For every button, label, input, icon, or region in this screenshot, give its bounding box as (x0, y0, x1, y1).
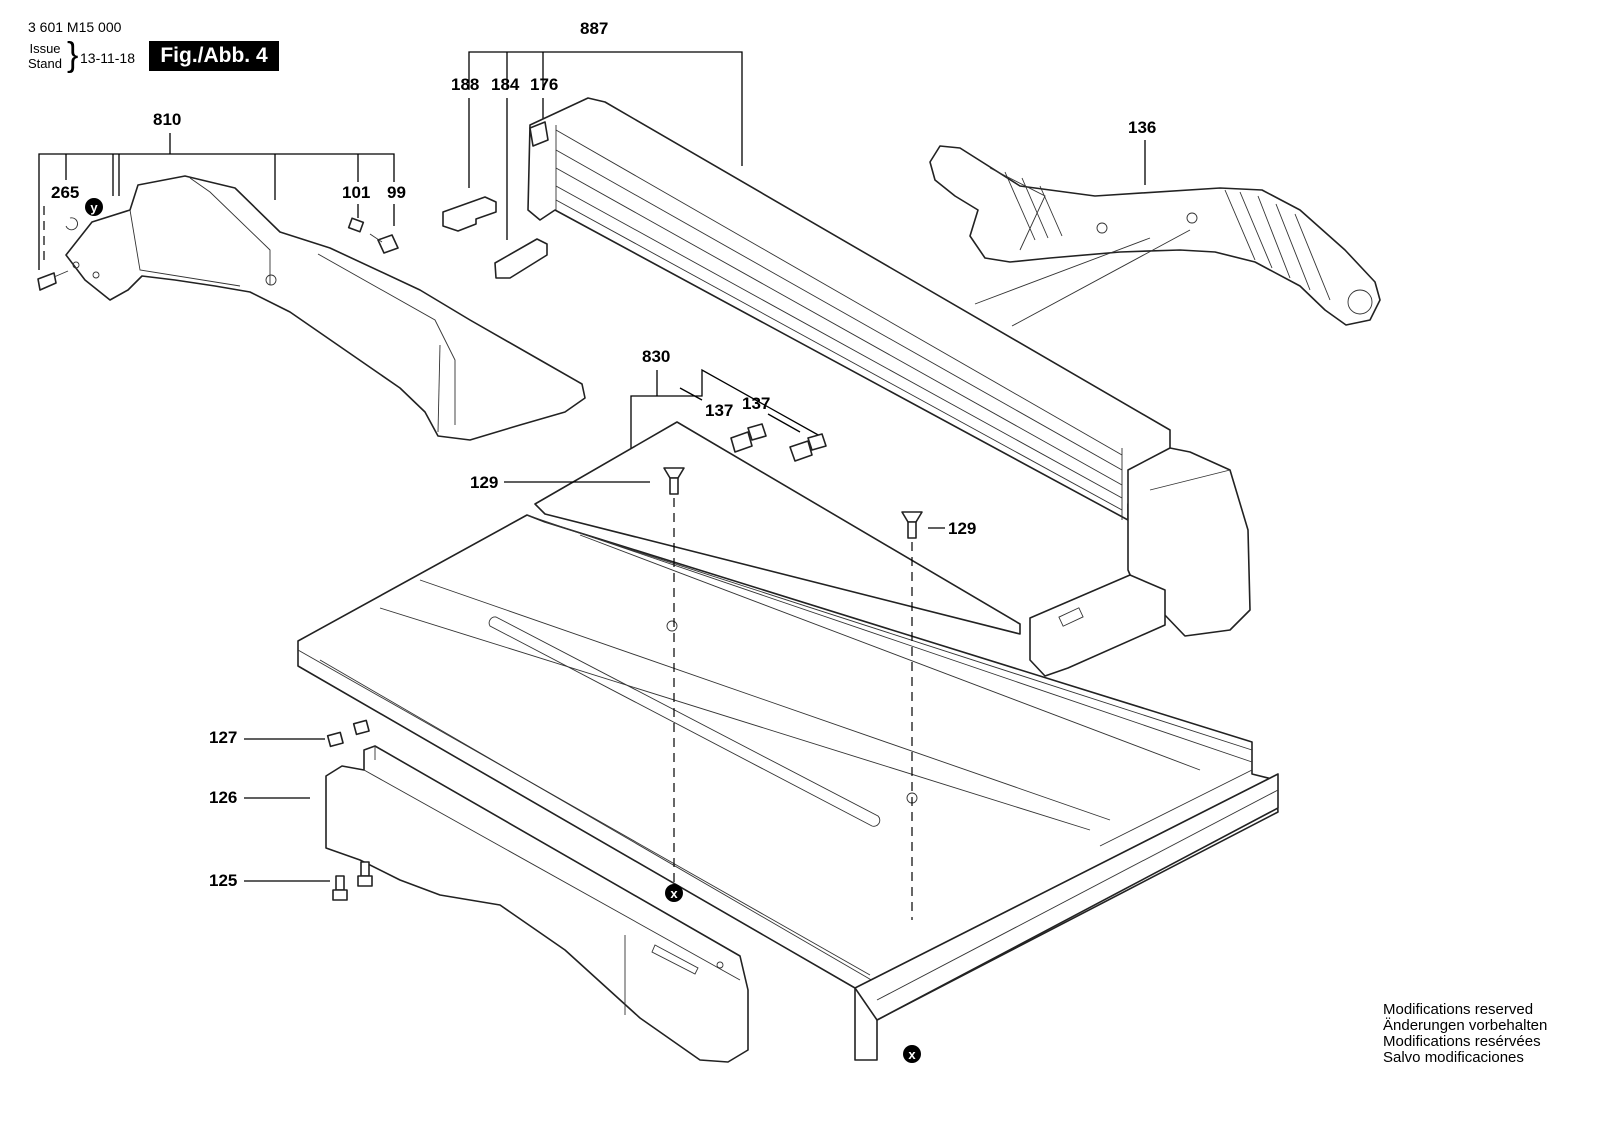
marker-y-icon (85, 198, 103, 216)
marker-x-left: x (670, 886, 678, 901)
stand-label: Stand (28, 56, 62, 71)
issue-label: Issue (29, 41, 61, 56)
table-support (325, 719, 749, 1063)
figure-label: Fig./Abb. 4 (149, 41, 279, 71)
callout-188: 188 (451, 75, 479, 94)
push-stick: 136 (929, 118, 1381, 327)
issue-stand-label: Issue Stand (28, 41, 62, 71)
callout-99: 99 (387, 183, 406, 202)
callout-137a: 137 (705, 401, 733, 420)
brace-icon: } (67, 36, 79, 74)
blade-guard-arm (37, 175, 586, 441)
callout-101: 101 (342, 183, 370, 202)
callout-265: 265 (51, 183, 79, 202)
table-extension (297, 421, 1279, 1061)
marker-x-right: x (908, 1047, 916, 1062)
callout-125: 125 (209, 871, 237, 890)
callout-129a: 129 (470, 473, 498, 492)
callout-129b: 129 (948, 519, 976, 538)
x-markers: x x (665, 884, 921, 1063)
callout-126: 126 (209, 788, 237, 807)
footer-note: Salvo modificaciones (1383, 1049, 1524, 1066)
footer-note: Modifications reserved (1383, 1001, 1534, 1018)
screws-129: 129 129 (470, 467, 976, 920)
marker-x-icon (665, 884, 683, 902)
callout-176: 176 (530, 75, 558, 94)
callout-136: 136 (1128, 118, 1156, 137)
footer-note: Änderungen vorbehalten (1383, 1017, 1548, 1034)
callout-184: 184 (491, 75, 520, 94)
callout-887: 887 (580, 19, 608, 38)
footer-notes: Modifications reserved Änderungen vorbeh… (1383, 1002, 1547, 1066)
document-number: 3 601 M15 000 (28, 19, 122, 35)
marker-x-icon (903, 1045, 921, 1063)
callout-group-887: 887 188 184 176 (451, 19, 743, 240)
callout-830: 830 (642, 347, 670, 366)
callout-127: 127 (209, 728, 237, 747)
issue-date: 13-11-18 (80, 50, 136, 66)
rip-fence (527, 97, 1251, 677)
clip-parts (442, 196, 548, 279)
callout-group-830: 830 137 137 (630, 347, 827, 462)
callout-810: 810 (153, 110, 181, 129)
callout-137b: 137 (742, 394, 770, 413)
marker-y: y (90, 200, 98, 215)
footer-note: Modifications resérvées (1383, 1033, 1541, 1050)
callouts-lower-left: 127 126 125 (209, 728, 330, 890)
callout-group-810: 810 265 101 99 y (38, 110, 406, 270)
